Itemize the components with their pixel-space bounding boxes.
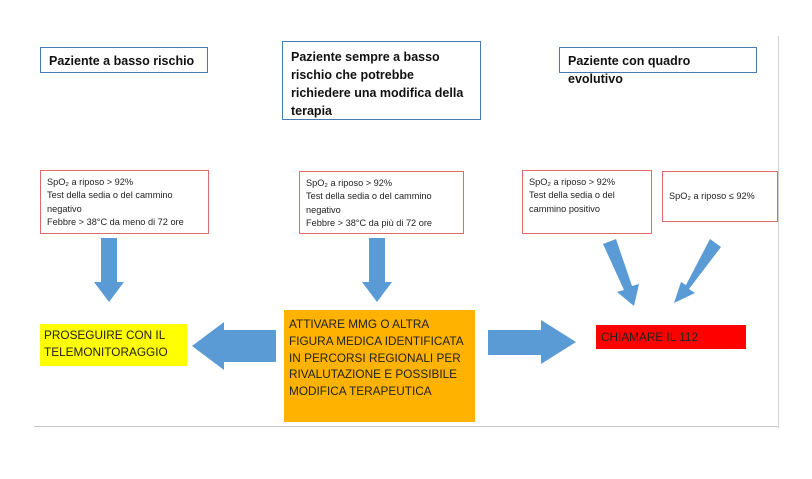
criteria-middle: SpO₂ a riposo > 92% Test della sedia o d… (299, 171, 464, 234)
criteria-right-a: SpO₂ a riposo > 92% Test della sedia o d… (522, 170, 652, 234)
continue-telemonitoring-label: PROSEGUIRE CON IL TELEMONITORAGGIO (44, 328, 168, 359)
header-still-low-risk-label: Paziente sempre a basso rischio che potr… (291, 50, 464, 119)
arrow-down-left (94, 238, 124, 302)
arrow-down-right-b (674, 239, 721, 303)
arrow-right-to-call (488, 320, 576, 364)
frame-right-edge (778, 36, 779, 428)
criteria-middle-line: SpO₂ a riposo > 92% (306, 178, 393, 188)
criteria-right-b-line: SpO₂ a riposo ≤ 92% (669, 190, 755, 201)
criteria-middle-line: Febbre > 38°C da più di 72 ore (306, 218, 433, 229)
criteria-middle-line: Test della sedia o del cammino negativo (306, 191, 432, 215)
header-still-low-risk: Paziente sempre a basso rischio che potr… (282, 41, 481, 120)
criteria-left-line: Test della sedia o del cammino negativo (47, 190, 173, 214)
frame-bottom-edge (34, 426, 779, 427)
criteria-right-a-line: SpO₂ a riposo > 92% (529, 177, 616, 187)
header-low-risk-label: Paziente a basso rischio (49, 54, 195, 68)
activate-physician-box: ATTIVARE MMG O ALTRA FIGURA MEDICA IDENT… (284, 310, 475, 422)
arrow-down-right-a (603, 239, 639, 306)
continue-telemonitoring-box: PROSEGUIRE CON IL TELEMONITORAGGIO (40, 324, 187, 366)
activate-physician-label: ATTIVARE MMG O ALTRA FIGURA MEDICA IDENT… (289, 317, 463, 398)
arrow-left-to-continue (192, 322, 276, 370)
arrow-down-middle (362, 238, 392, 302)
header-low-risk: Paziente a basso rischio (40, 47, 208, 73)
criteria-left: SpO₂ a riposo > 92% Test della sedia o d… (40, 170, 209, 234)
criteria-left-line: SpO₂ a riposo > 92% (47, 177, 134, 187)
criteria-right-b: SpO₂ a riposo ≤ 92% (662, 171, 778, 222)
criteria-right-a-line: Test della sedia o del cammino positivo (529, 190, 615, 214)
criteria-left-line: Febbre > 38°C da meno di 72 ore (47, 217, 184, 228)
call-112-box: CHIAMARE IL 112 (596, 325, 746, 349)
header-evolving-label: Paziente con quadro evolutivo (568, 54, 691, 87)
call-112-label: CHIAMARE IL 112 (601, 330, 699, 344)
header-evolving: Paziente con quadro evolutivo (559, 47, 757, 86)
